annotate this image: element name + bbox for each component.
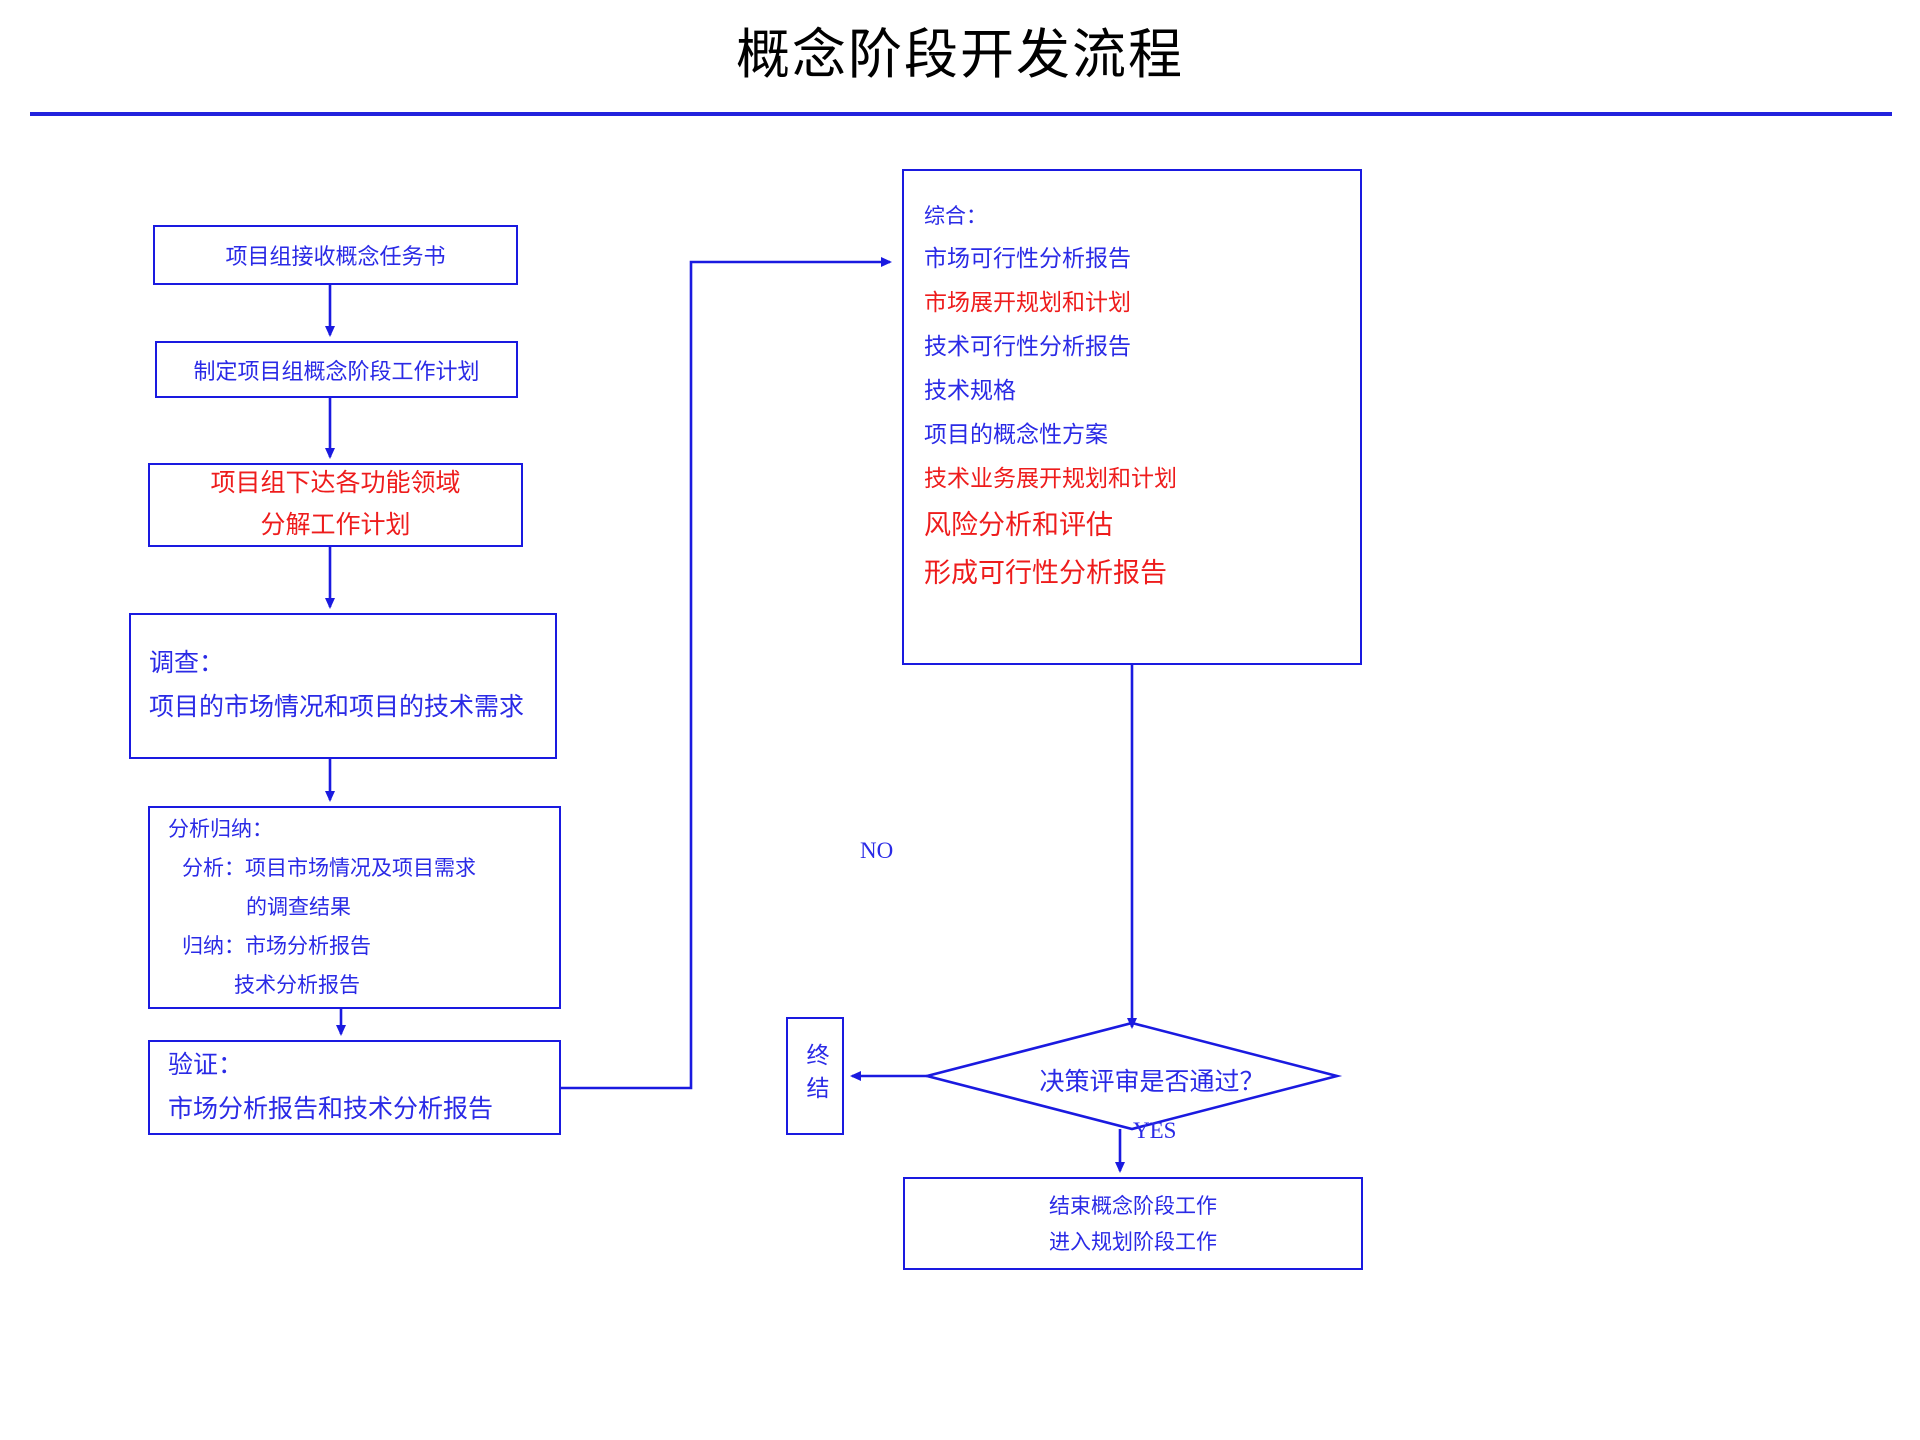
box4-line2: 项目的市场情况和项目的技术需求 xyxy=(149,694,525,721)
box3-line1: 项目组下达各功能领域 xyxy=(210,470,461,497)
box4-line1: 调查： xyxy=(149,650,225,677)
synthesis-item-2: 技术可行性分析报告 xyxy=(924,334,1131,359)
title-divider xyxy=(30,112,1892,116)
box2-text: 制定项目组概念阶段工作计划 xyxy=(193,358,480,384)
synthesis-item-0: 市场可行性分析报告 xyxy=(924,246,1131,271)
box-end-concept-phase[interactable]: 结束概念阶段工作 进入规划阶段工作 xyxy=(903,1177,1363,1270)
box5-line1: 分析归纳： xyxy=(168,817,273,841)
box-make-work-plan[interactable]: 制定项目组概念阶段工作计划 xyxy=(155,341,518,398)
synthesis-item-7: 形成可行性分析报告 xyxy=(924,558,1167,588)
page-title: 概念阶段开发流程 xyxy=(736,25,1184,85)
box3-line2: 分解工作计划 xyxy=(260,512,411,539)
end-box-line2: 进入规划阶段工作 xyxy=(1049,1229,1217,1254)
synthesis-item-4: 项目的概念性方案 xyxy=(924,422,1108,447)
box1-text: 项目组接收概念任务书 xyxy=(225,244,446,269)
terminate-text: 终结 xyxy=(803,1043,828,1109)
decision-label: 决策评审是否通过？ xyxy=(1039,1069,1265,1096)
synthesis-item-3: 技术规格 xyxy=(924,378,1016,403)
box-investigation[interactable]: 调查： 项目的市场情况和项目的技术需求 xyxy=(129,613,557,759)
box6-line1: 验证： xyxy=(168,1051,244,1079)
synthesis-heading: 综合： xyxy=(924,204,987,228)
box5-line4: 归纳：市场分析报告 xyxy=(182,934,371,958)
synthesis-item-6: 风险分析和评估 xyxy=(924,510,1113,540)
synthesis-item-1: 市场展开规划和计划 xyxy=(924,290,1131,315)
box-synthesis[interactable]: 综合： 市场可行性分析报告 市场展开规划和计划 技术可行性分析报告 技术规格 项… xyxy=(902,169,1362,665)
box5-line3: 的调查结果 xyxy=(246,895,351,919)
edge-label-no: NO xyxy=(860,838,894,863)
box6-line2: 市场分析报告和技术分析报告 xyxy=(168,1095,494,1123)
end-box-line1: 结束概念阶段工作 xyxy=(1049,1193,1217,1218)
edge-label-yes: YES xyxy=(1133,1118,1177,1143)
arrow-box6-to-synthesis xyxy=(561,257,892,1090)
box-verification[interactable]: 验证： 市场分析报告和技术分析报告 xyxy=(148,1040,561,1135)
box5-line5: 技术分析报告 xyxy=(234,973,360,997)
box-analysis-summary[interactable]: 分析归纳： 分析：项目市场情况及项目需求 的调查结果 归纳：市场分析报告 技术分… xyxy=(148,806,561,1009)
box-receive-concept-task[interactable]: 项目组接收概念任务书 xyxy=(153,225,518,285)
box5-line2: 分析：项目市场情况及项目需求 xyxy=(182,856,476,880)
box-terminate[interactable]: 终结 xyxy=(786,1017,844,1135)
synthesis-item-5: 技术业务展开规划和计划 xyxy=(924,466,1177,491)
box-assign-functional-areas[interactable]: 项目组下达各功能领域 分解工作计划 xyxy=(148,463,523,547)
